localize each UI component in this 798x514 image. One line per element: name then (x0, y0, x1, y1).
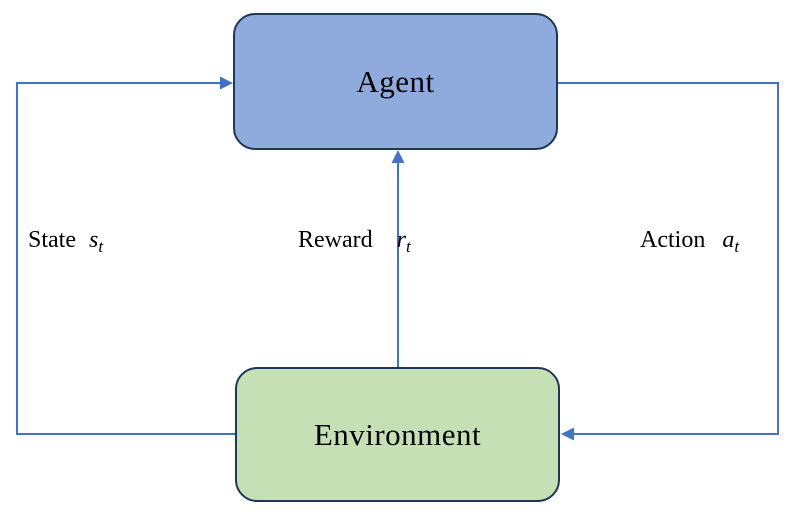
action-word: Action (640, 227, 706, 253)
action-arrowhead-left-icon (561, 427, 574, 441)
state-arrow (16, 76, 235, 435)
reward-edge-label: Reward rt (298, 227, 411, 256)
agent-label: Agent (356, 63, 435, 99)
action-variable: at (722, 227, 740, 256)
reward-arrowhead-up-icon (391, 150, 405, 163)
state-arrowhead-right-icon (220, 76, 233, 90)
action-arrow (557, 82, 779, 441)
environment-label: Environment (313, 416, 482, 452)
state-edge-label: State st (28, 227, 104, 256)
reward-variable: rt (396, 227, 411, 256)
reward-arrow (391, 150, 405, 367)
state-word: State (28, 227, 76, 253)
reward-word: Reward (298, 227, 373, 253)
action-edge-label: Action at (640, 227, 740, 256)
node-environment: Environment (235, 367, 560, 502)
state-variable: st (89, 227, 104, 256)
node-agent: Agent (233, 13, 558, 150)
